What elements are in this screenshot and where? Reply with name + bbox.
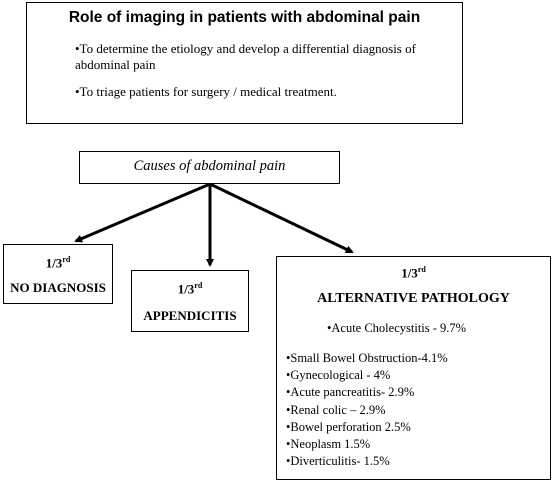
causes-title: Causes of abdominal pain [133, 158, 286, 174]
role-of-imaging-box: Role of imaging in patients with abdomin… [26, 2, 463, 124]
role-title: Role of imaging in patients with abdomin… [68, 9, 421, 26]
appendicitis-box: 1/3rd APPENDICITIS [131, 270, 249, 332]
arrow-to-alternative [209, 182, 354, 254]
alternative-pathology-item: •Small Bowel Obstruction-4.1% [286, 351, 448, 365]
alternative-pathology-item: •Gynecological - 4% [286, 368, 391, 383]
fraction-label: 1/3rd [401, 265, 426, 281]
fraction-label: 1/3rd [45, 255, 71, 271]
alternative-pathology-list: •Small Bowel Obstruction-4.1% •Gynecolog… [286, 350, 448, 470]
arrow-to-no-diagnosis [74, 182, 211, 243]
alternative-pathology-item: •Renal colic – 2.9% [286, 402, 386, 417]
fraction-label: 1/3rd [177, 281, 203, 297]
alternative-pathology-box: 1/3rd ALTERNATIVE PATHOLOGY •Acute Chole… [276, 256, 551, 480]
appendicitis-label: APPENDICITIS [143, 308, 237, 323]
no-diagnosis-label: NO DIAGNOSIS [10, 280, 106, 295]
role-item: •To determine the etiology and develop a… [75, 41, 416, 72]
alternative-pathology-item: •Bowel perforation 2.5% [286, 419, 411, 434]
alternative-pathology-title: ALTERNATIVE PATHOLOGY [317, 291, 510, 306]
alternative-pathology-item: •Diverticulitis- 1.5% [286, 454, 390, 469]
alternative-pathology-item: •Acute Cholecystitis - 9.7% [327, 321, 467, 335]
role-item: •To triage patients for surgery / medica… [75, 84, 337, 99]
alternative-pathology-item: •Acute pancreatitis- 2.9% [286, 385, 415, 400]
alternative-pathology-item: •Neoplasm 1.5% [286, 437, 371, 452]
no-diagnosis-box: 1/3rd NO DIAGNOSIS [3, 244, 113, 304]
causes-box: Causes of abdominal pain [79, 151, 340, 184]
